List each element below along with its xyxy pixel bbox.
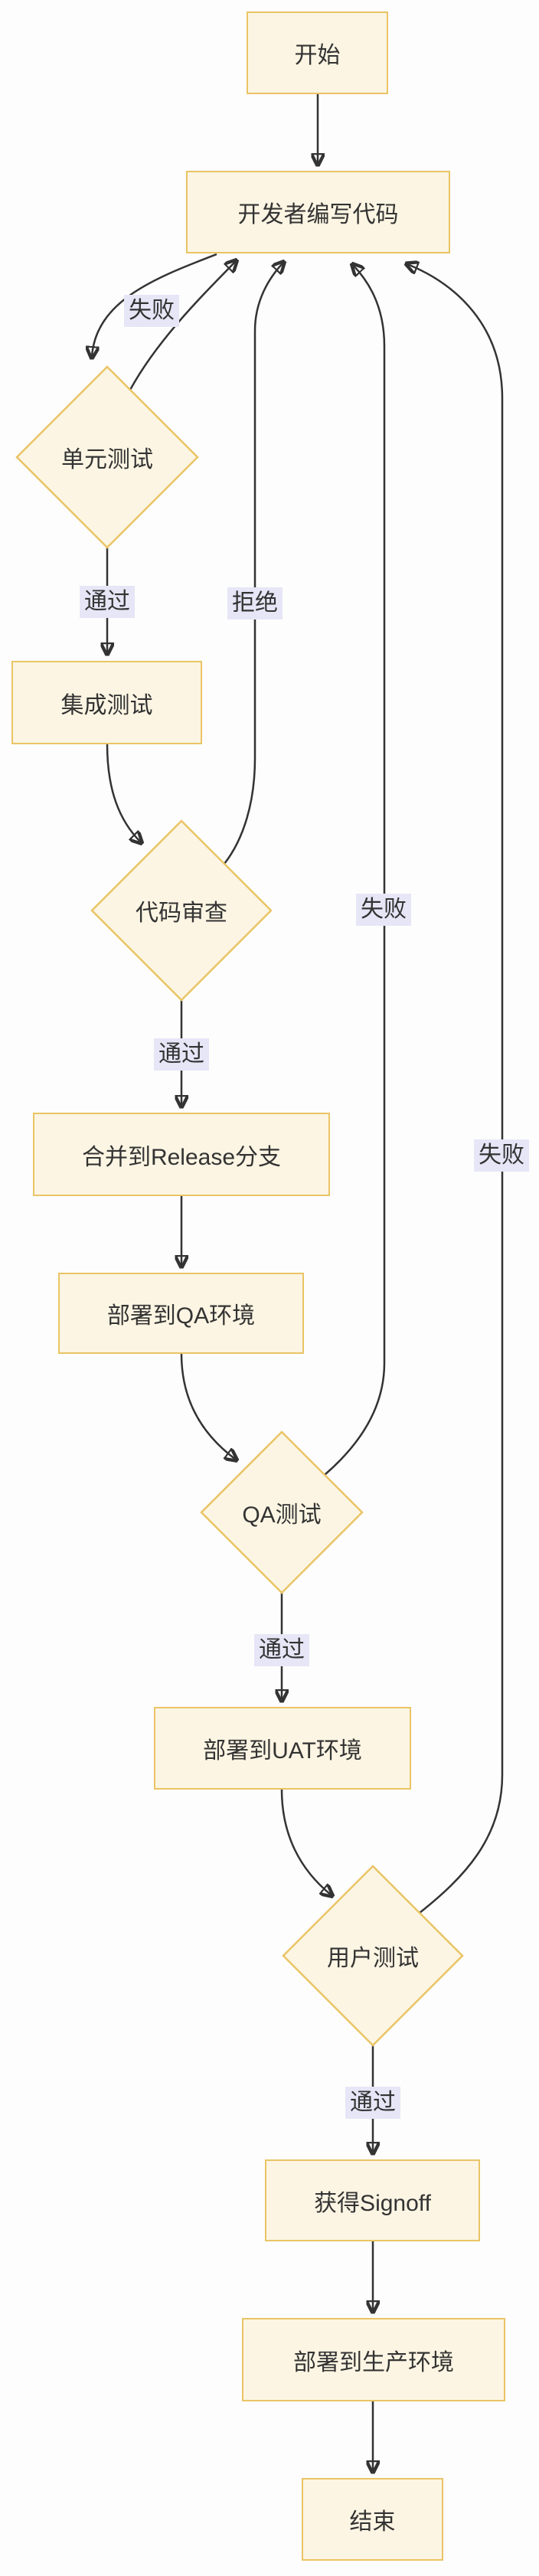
edge-label-unit-test-pass: 通过 <box>80 586 135 618</box>
edge-integration-to-code-review <box>106 744 141 842</box>
edge-label-qa-test-pass: 通过 <box>254 1634 309 1666</box>
edge-label-code-review-reject: 拒绝 <box>227 587 283 619</box>
node-deploy-qa-env: 部署到QA环境 <box>58 1273 304 1354</box>
node-deploy-prod-env: 部署到生产环境 <box>242 2318 505 2401</box>
edge-qa-test-fail-to-dev <box>324 265 386 1476</box>
edge-unit-test-fail-to-dev <box>129 261 236 391</box>
node-start: 开始 <box>247 11 388 94</box>
node-developer-writes-code: 开发者编写代码 <box>186 171 450 253</box>
edge-label-code-review-pass: 通过 <box>154 1038 209 1071</box>
node-get-signoff: 获得Signoff <box>265 2159 480 2241</box>
edge-dev-to-unit-test <box>92 253 217 357</box>
edge-deploy-uat-to-user-test <box>280 1789 332 1895</box>
node-integration-test: 集成测试 <box>11 661 202 744</box>
node-user-test-shape <box>282 1865 464 2047</box>
edge-label-user-test-pass: 通过 <box>345 2087 400 2119</box>
edge-code-review-reject-to-dev <box>224 263 283 865</box>
edge-label-user-test-fail: 失败 <box>474 1139 529 1172</box>
edge-label-qa-test-fail: 失败 <box>356 894 411 926</box>
edge-label-unit-test-fail: 失败 <box>124 295 179 327</box>
node-end: 结束 <box>302 2478 443 2561</box>
node-qa-test-shape <box>200 1430 364 1594</box>
node-deploy-uat-env: 部署到UAT环境 <box>154 1707 411 1790</box>
node-merge-release-branch: 合并到Release分支 <box>33 1113 330 1196</box>
edge-deploy-qa-to-qa-test <box>180 1353 236 1460</box>
node-code-review-shape <box>90 819 273 1002</box>
edge-user-test-fail-to-dev <box>407 264 504 1914</box>
node-unit-test-shape <box>15 365 199 549</box>
